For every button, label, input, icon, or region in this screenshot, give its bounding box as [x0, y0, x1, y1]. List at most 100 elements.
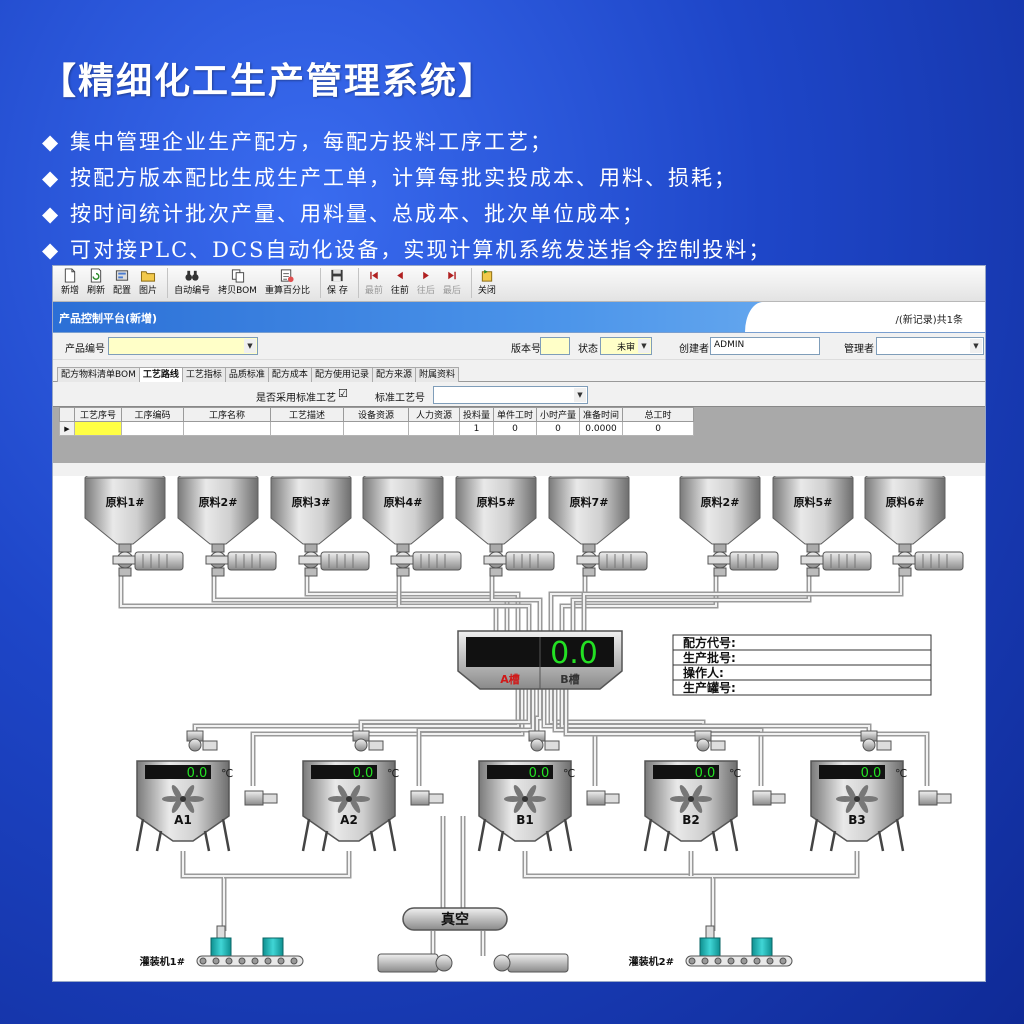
chevron-down-icon[interactable]: ▼ [970, 339, 982, 353]
picture-button[interactable]: 图片 [139, 268, 157, 296]
status-select[interactable]: 未审 ▼ [600, 337, 652, 355]
info-label: 操作人: [683, 665, 724, 680]
grid-header[interactable]: 人力资源 [408, 407, 460, 422]
tab-attachments[interactable]: 附属资料 [414, 367, 459, 382]
product-code-label: 产品编号 [65, 344, 105, 355]
hopper-body [679, 477, 761, 545]
prev-record-button[interactable]: 往前 [391, 268, 409, 296]
reactor[interactable]: 0.0℃A2 [301, 730, 444, 852]
chevron-down-icon[interactable]: ▼ [574, 388, 586, 402]
grid-header[interactable]: 准备时间 [579, 407, 624, 422]
temp-display [145, 765, 211, 779]
hopper: 原料2# [177, 471, 277, 577]
diamond-bullet-icon: ◆ [42, 166, 61, 190]
filling-line[interactable]: 灌装机2# [629, 925, 793, 968]
grid-cell[interactable] [183, 421, 271, 436]
outlet [898, 567, 912, 577]
tab-bom[interactable]: 配方物料清单BOM [57, 367, 140, 382]
recalc-icon [281, 269, 295, 283]
filling-line[interactable]: 灌装机1# [140, 925, 304, 968]
save-button[interactable]: 保 存 [327, 268, 348, 296]
toolbar-separator [167, 268, 169, 298]
pipe-highlight [524, 851, 714, 931]
use-standard-checkbox[interactable]: ☑ [338, 387, 348, 400]
chevron-down-icon[interactable]: ▼ [244, 339, 256, 353]
first-record-button[interactable]: 最前 [365, 268, 383, 296]
outlet [118, 567, 132, 577]
conveyor-roller [740, 957, 748, 965]
grid-header[interactable]: 总工时 [622, 407, 695, 422]
grid-header[interactable]: 工艺描述 [270, 407, 344, 422]
grid-cell[interactable]: 0 [622, 421, 695, 436]
conveyor-roller [199, 957, 207, 965]
slide-title: 【精细化工生产管理系统】 [40, 61, 497, 102]
grid-cell[interactable]: 0 [493, 421, 538, 436]
tank-a-label[interactable]: A槽 [500, 672, 520, 686]
grid-header[interactable]: 单件工时 [493, 407, 538, 422]
grid-header[interactable]: 工序名称 [183, 407, 271, 422]
reactor[interactable]: 0.0℃B3 [809, 730, 952, 852]
motor-fins [922, 554, 948, 568]
refresh-button[interactable]: 刷新 [87, 268, 105, 296]
last-record-button[interactable]: 最后 [443, 268, 461, 296]
new-doc-icon [64, 268, 76, 283]
hopper-body [455, 477, 537, 545]
grid-header[interactable]: 设备资源 [343, 407, 409, 422]
version-field[interactable] [540, 337, 570, 355]
actuator [428, 793, 444, 804]
reactor[interactable]: 0.0℃A1 [135, 730, 278, 852]
hopper-label: 原料4# [384, 495, 423, 509]
grid-cell[interactable]: 0.0000 [579, 421, 624, 436]
side-valve-icon [586, 790, 606, 806]
grid-cell[interactable] [121, 421, 184, 436]
close-button[interactable]: 关闭 [478, 268, 496, 296]
standard-code-select[interactable]: ▼ [433, 386, 588, 404]
tank-b-label[interactable]: B槽 [560, 672, 579, 686]
vacuum-tank[interactable] [402, 907, 508, 931]
grid-header[interactable]: 小时产量 [536, 407, 581, 422]
reactor-legs [301, 818, 397, 852]
reactor[interactable]: 0.0℃B1 [477, 730, 620, 852]
grid-cell[interactable]: 0 [536, 421, 581, 436]
diamond-bullet-icon: ◆ [42, 238, 61, 262]
product-code-field[interactable]: ▼ [108, 337, 258, 355]
grid-cell[interactable] [408, 421, 460, 436]
auto-number-button[interactable]: 自动编号 [174, 268, 210, 296]
record-info-area: /(新记录)共1条 [745, 302, 985, 332]
grid-header[interactable]: 投料量 [458, 407, 495, 422]
grid-cell[interactable] [270, 421, 344, 436]
grid-header[interactable]: 工序编码 [121, 407, 184, 422]
new-button[interactable]: 新增 [61, 268, 79, 296]
copy-bom-button[interactable]: 拷贝BOM [218, 268, 257, 296]
pipe-highlight [583, 576, 902, 631]
hopper-body [84, 477, 166, 545]
tab-formula-cost[interactable]: 配方成本 [267, 367, 312, 382]
tab-quality-standard[interactable]: 品质标准 [224, 367, 269, 382]
recalc-percent-button[interactable]: 重算百分比 [265, 268, 310, 296]
feature-item: ◆按配方版本配比生成生产工单，计算每批实投成本、用料、损耗； [42, 160, 1017, 196]
valve-flange [390, 555, 416, 565]
grid-cell[interactable]: 1 [458, 421, 495, 436]
tab-formula-source[interactable]: 配方来源 [371, 367, 416, 382]
creator-field[interactable]: ADMIN [710, 337, 820, 355]
table-row[interactable]: ▶ 1 0 0 0.0000 0 [59, 421, 695, 436]
tab-process-indicators[interactable]: 工艺指标 [181, 367, 226, 382]
temp-reading: 0.0 [861, 766, 882, 781]
manager-select[interactable]: ▼ [876, 337, 984, 355]
agitator-blade [857, 785, 869, 801]
pipe [713, 851, 860, 879]
grid-header[interactable]: 工艺序号 [74, 407, 122, 422]
reactor-label: A2 [340, 813, 358, 827]
grid-cell[interactable] [343, 421, 409, 436]
reactor[interactable]: 0.0℃B2 [643, 730, 786, 852]
chevron-down-icon[interactable]: ▼ [638, 339, 650, 353]
agitator-blade [836, 796, 854, 802]
tab-usage-records[interactable]: 配方使用记录 [310, 367, 373, 382]
valve-flange [298, 555, 324, 565]
agitator-blade [857, 797, 869, 813]
config-button[interactable]: 配置 [113, 268, 131, 296]
tab-process-route[interactable]: 工艺路线 [138, 367, 183, 382]
next-record-button[interactable]: 往后 [417, 268, 435, 296]
grid-cell[interactable] [74, 421, 122, 436]
